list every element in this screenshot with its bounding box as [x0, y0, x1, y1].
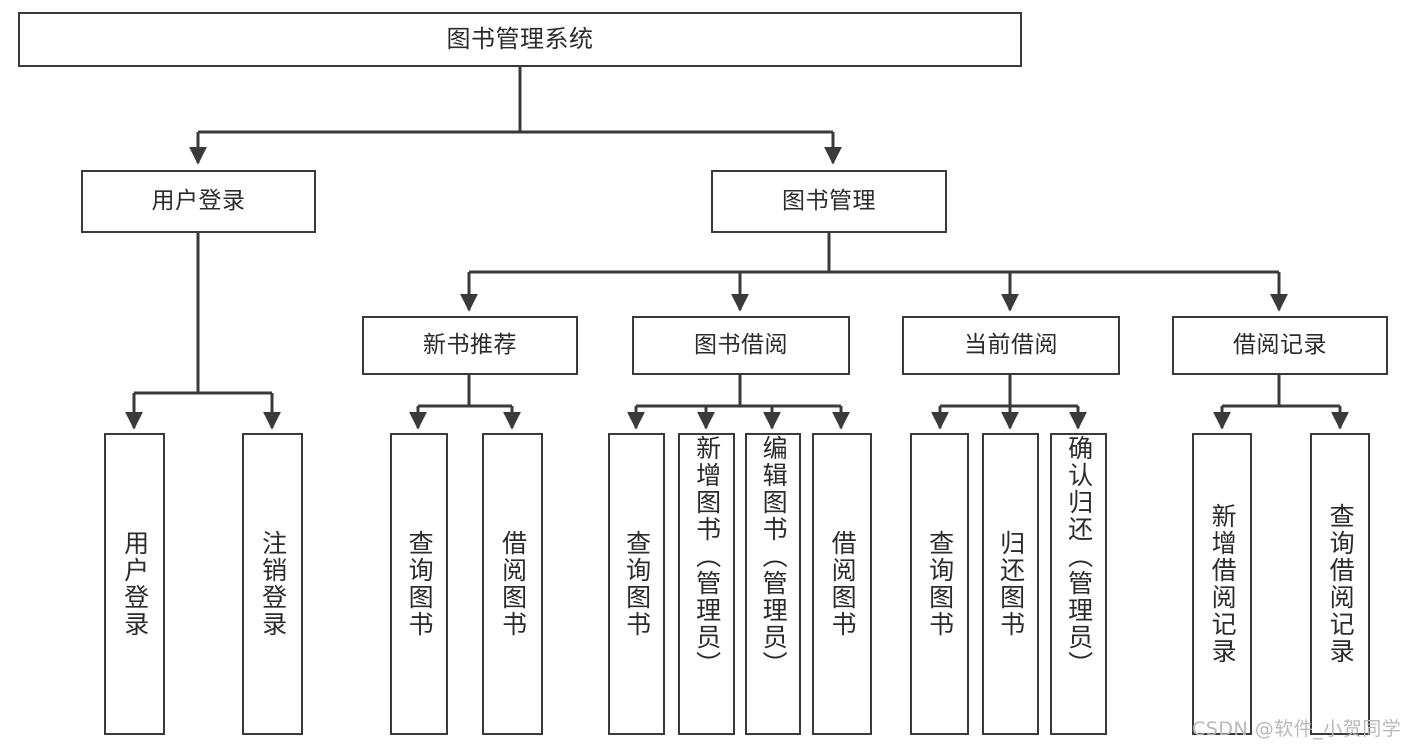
node-label: 编辑图书（管理员） [759, 435, 789, 678]
leaf-borrow-query-book[interactable]: 查询图书 [608, 433, 665, 735]
node-label: 新书推荐 [423, 332, 517, 359]
node-user-login[interactable]: 用户登录 [81, 170, 316, 233]
node-root-system[interactable]: 图书管理系统 [18, 12, 1022, 67]
node-label: 新增借阅记录 [1208, 503, 1238, 665]
node-label: 查询图书 [622, 530, 652, 638]
leaf-record-query-record[interactable]: 查询借阅记录 [1310, 433, 1370, 735]
node-label: 借阅图书 [828, 530, 858, 638]
node-label: 图书管理 [782, 188, 876, 215]
node-borrow-record[interactable]: 借阅记录 [1172, 316, 1388, 375]
node-label: 图书管理系统 [446, 24, 594, 53]
node-label: 查询图书 [925, 530, 955, 638]
node-label: 借阅图书 [498, 530, 528, 638]
leaf-borrow-borrow-book[interactable]: 借阅图书 [812, 433, 872, 735]
node-label: 注销登录 [258, 530, 288, 638]
node-label: 当前借阅 [964, 332, 1058, 359]
node-current-borrow[interactable]: 当前借阅 [902, 316, 1120, 375]
node-label: 查询图书 [405, 530, 435, 638]
watermark-text: CSDN @软件_小贺同学 [1192, 718, 1402, 740]
leaf-recommend-borrow-book[interactable]: 借阅图书 [482, 433, 543, 735]
node-book-management[interactable]: 图书管理 [711, 170, 947, 233]
node-label: 用户登录 [120, 530, 150, 638]
node-label: 用户登录 [151, 188, 246, 215]
node-new-book-recommend[interactable]: 新书推荐 [362, 316, 578, 375]
leaf-current-query-book[interactable]: 查询图书 [910, 433, 969, 735]
node-label: 查询借阅记录 [1326, 503, 1356, 665]
leaf-recommend-query-book[interactable]: 查询图书 [390, 433, 448, 735]
leaf-current-return-book[interactable]: 归还图书 [982, 433, 1039, 735]
leaf-current-confirm-return-admin[interactable]: 确认归还（管理员） [1050, 433, 1107, 735]
leaf-record-add-record[interactable]: 新增借阅记录 [1192, 433, 1252, 735]
node-label: 借阅记录 [1233, 332, 1327, 359]
leaf-borrow-add-book-admin[interactable]: 新增图书（管理员） [678, 433, 735, 735]
leaf-borrow-edit-book-admin[interactable]: 编辑图书（管理员） [745, 433, 801, 735]
leaf-user-login-login[interactable]: 用户登录 [104, 433, 165, 735]
node-label: 归还图书 [996, 530, 1026, 638]
node-label: 图书借阅 [694, 332, 788, 359]
node-label: 确认归还（管理员） [1064, 435, 1094, 678]
node-label: 新增图书（管理员） [692, 435, 722, 678]
leaf-user-login-logout[interactable]: 注销登录 [242, 433, 303, 735]
node-book-borrow[interactable]: 图书借阅 [632, 316, 850, 375]
